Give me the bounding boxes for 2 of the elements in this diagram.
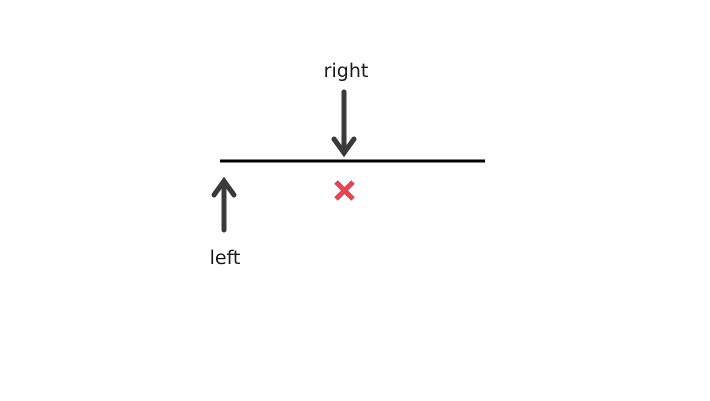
force-label: left <box>210 249 240 268</box>
force-label: right <box>324 62 368 81</box>
